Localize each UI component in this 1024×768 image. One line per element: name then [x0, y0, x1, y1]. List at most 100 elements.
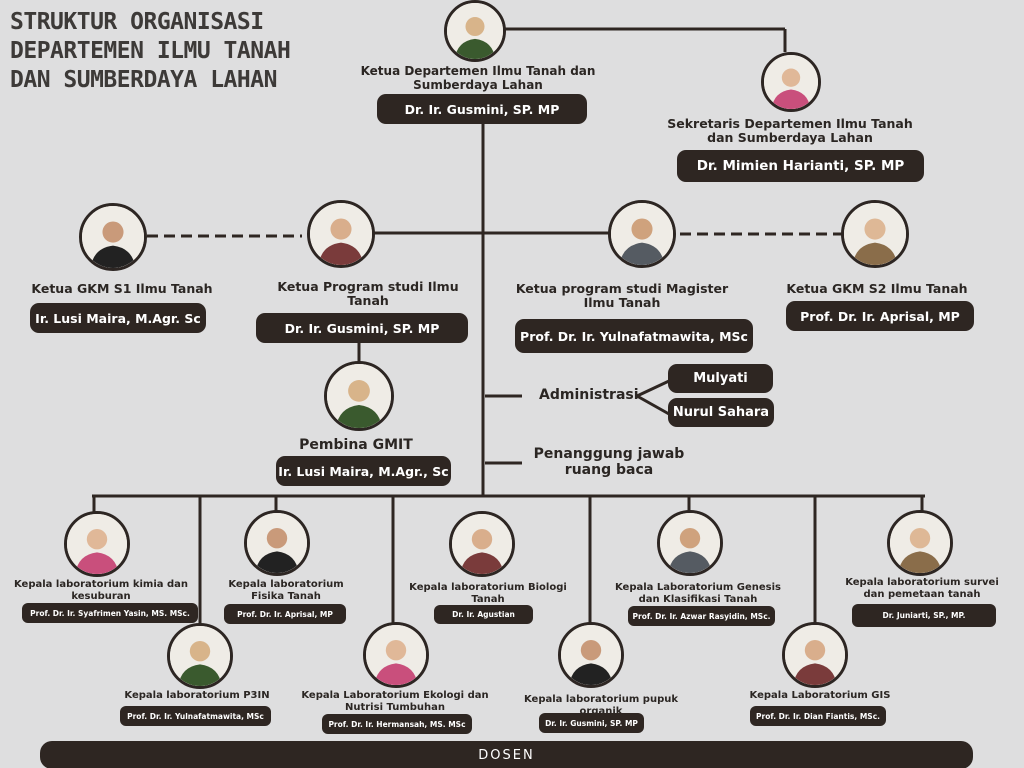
name-pembina: Ir. Lusi Maira, M.Agr., Sc	[276, 456, 451, 486]
avatar-ketua-dept	[444, 0, 506, 62]
name-lab-pupuk: Dr. Ir. Gusmini, SP. MP	[539, 713, 644, 733]
role-lab-gis: Kepala Laboratorium GIS	[749, 690, 891, 701]
portrait-icon	[447, 3, 503, 59]
portrait-icon	[844, 203, 906, 265]
portrait-head	[266, 528, 288, 549]
portrait-head	[679, 528, 701, 549]
chart-title-line-1: STRUKTUR ORGANISASI	[10, 9, 264, 35]
portrait-head	[189, 641, 211, 662]
avatar-kaprodi-s1	[307, 200, 375, 268]
portrait-head	[86, 529, 108, 550]
avatar-lab-gis	[782, 622, 848, 688]
name-kaprodi-s1: Dr. Ir. Gusmini, SP. MP	[256, 313, 468, 343]
name-lab-genesis: Prof. Dr. Ir. Azwar Rasyidin, MSc.	[628, 606, 775, 626]
role-sekretaris: Sekretaris Departemen Ilmu Tanah dan Sum…	[667, 116, 913, 146]
role-kaprodi-s1: Ketua Program studi Ilmu Tanah	[277, 279, 459, 309]
role-lab-p3in: Kepala laboratorium P3IN	[124, 690, 270, 701]
portrait-head	[348, 380, 370, 402]
staff-mulyati: Mulyati	[668, 364, 773, 393]
administrasi-label: Administrasi	[539, 387, 639, 403]
portrait-head	[909, 528, 931, 549]
role-lab-ekologi: Kepala Laboratorium Ekologi dan Nutrisi …	[301, 690, 489, 713]
portrait-head	[864, 218, 886, 240]
avatar-lab-ekologi	[363, 622, 429, 688]
footer-dosen-label: DOSEN	[478, 747, 535, 763]
chart-title-line-2: DEPARTEMEN ILMU TANAH	[10, 38, 291, 64]
portrait-icon	[327, 364, 391, 428]
avatar-lab-biologi	[449, 511, 515, 577]
portrait-body	[454, 38, 496, 59]
role-lab-pupuk: Kepala laboratorium pupuk organik	[523, 694, 679, 717]
portrait-head	[465, 17, 485, 37]
role-lab-biologi: Kepala laboratorium Biologi Tanah	[409, 582, 567, 605]
chart-title: STRUKTUR ORGANISASI DEPARTEMEN ILMU TANA…	[10, 8, 310, 95]
name-gkm-s2: Prof. Dr. Ir. Aprisal, MP	[786, 301, 974, 331]
staff-nurul-sahara: Nurul Sahara	[668, 398, 774, 427]
portrait-icon	[310, 203, 372, 265]
name-lab-survei: Dr. Juniarti, SP., MP.	[852, 604, 996, 627]
portrait-body	[335, 404, 383, 428]
role-lab-survei: Kepala laboratorium survei dan pemetaan …	[845, 577, 999, 600]
line-admin-to-mulyati	[636, 379, 670, 398]
line-admin-to-nurul	[636, 394, 670, 416]
name-lab-biologi: Dr. Ir. Agustian	[434, 605, 533, 624]
portrait-body	[619, 242, 665, 265]
avatar-lab-fisika	[244, 510, 310, 576]
name-sekretaris: Dr. Mimien Harianti, SP. MP	[677, 150, 924, 182]
portrait-icon	[366, 625, 426, 685]
portrait-icon	[561, 625, 621, 685]
avatar-gkm-s1	[79, 203, 147, 271]
chart-title-line-3: DAN SUMBERDAYA LAHAN	[10, 67, 277, 93]
portrait-body	[90, 245, 136, 268]
name-ketua-dept: Dr. Ir. Gusmini, SP. MP	[377, 94, 587, 124]
avatar-lab-kimia	[64, 511, 130, 577]
role-kaprodi-s2: Ketua program studi Magister Ilmu Tanah	[515, 281, 729, 311]
role-lab-genesis: Kepala Laboratorium Genesis dan Klasifik…	[614, 582, 781, 605]
portrait-icon	[660, 513, 720, 573]
portrait-body	[569, 663, 613, 685]
portrait-body	[255, 551, 299, 573]
portrait-body	[460, 552, 504, 574]
name-kaprodi-s2: Prof. Dr. Ir. Yulnafatmawita, MSc	[515, 319, 753, 353]
portrait-body	[374, 663, 418, 685]
avatar-lab-pupuk	[558, 622, 624, 688]
name-lab-fisika: Prof. Dr. Ir. Aprisal, MP	[224, 604, 346, 624]
portrait-body	[668, 551, 712, 573]
name-lab-kimia: Prof. Dr. Ir. Syafrimen Yasin, MS. MSc.	[22, 603, 198, 623]
portrait-head	[102, 221, 124, 243]
portrait-icon	[247, 513, 307, 573]
portrait-icon	[785, 625, 845, 685]
portrait-head	[580, 640, 602, 661]
portrait-body	[75, 552, 119, 574]
avatar-kaprodi-s2	[608, 200, 676, 268]
portrait-icon	[764, 55, 818, 109]
role-lab-fisika: Kepala laboratorium Fisika Tanah	[228, 579, 344, 602]
role-pembina: Pembina GMIT	[299, 437, 413, 453]
role-lab-kimia: Kepala laboratorium kimia dan kesuburan	[13, 579, 188, 602]
name-lab-ekologi: Prof. Dr. Ir. Hermansah, MS. MSc	[322, 714, 472, 734]
portrait-head	[781, 68, 801, 87]
portrait-body	[318, 242, 364, 265]
portrait-icon	[82, 206, 144, 268]
portrait-body	[771, 89, 811, 109]
portrait-icon	[611, 203, 673, 265]
portrait-icon	[452, 514, 512, 574]
name-gkm-s1: Ir. Lusi Maira, M.Agr. Sc	[30, 303, 206, 333]
ruang-baca-label: Penanggung jawab ruang baca	[533, 446, 685, 479]
role-gkm-s2: Ketua GKM S2 Ilmu Tanah	[786, 281, 968, 296]
avatar-sekretaris	[761, 52, 821, 112]
portrait-head	[385, 640, 407, 661]
portrait-head	[804, 640, 826, 661]
portrait-body	[793, 663, 837, 685]
avatar-lab-survei	[887, 510, 953, 576]
portrait-icon	[170, 626, 230, 686]
portrait-icon	[67, 514, 127, 574]
portrait-icon	[890, 513, 950, 573]
role-ketua-dept: Ketua Departemen Ilmu Tanah dan Sumberda…	[360, 64, 596, 92]
portrait-head	[471, 529, 493, 550]
avatar-lab-genesis	[657, 510, 723, 576]
avatar-gkm-s2	[841, 200, 909, 268]
role-gkm-s1: Ketua GKM S1 Ilmu Tanah	[31, 281, 213, 296]
